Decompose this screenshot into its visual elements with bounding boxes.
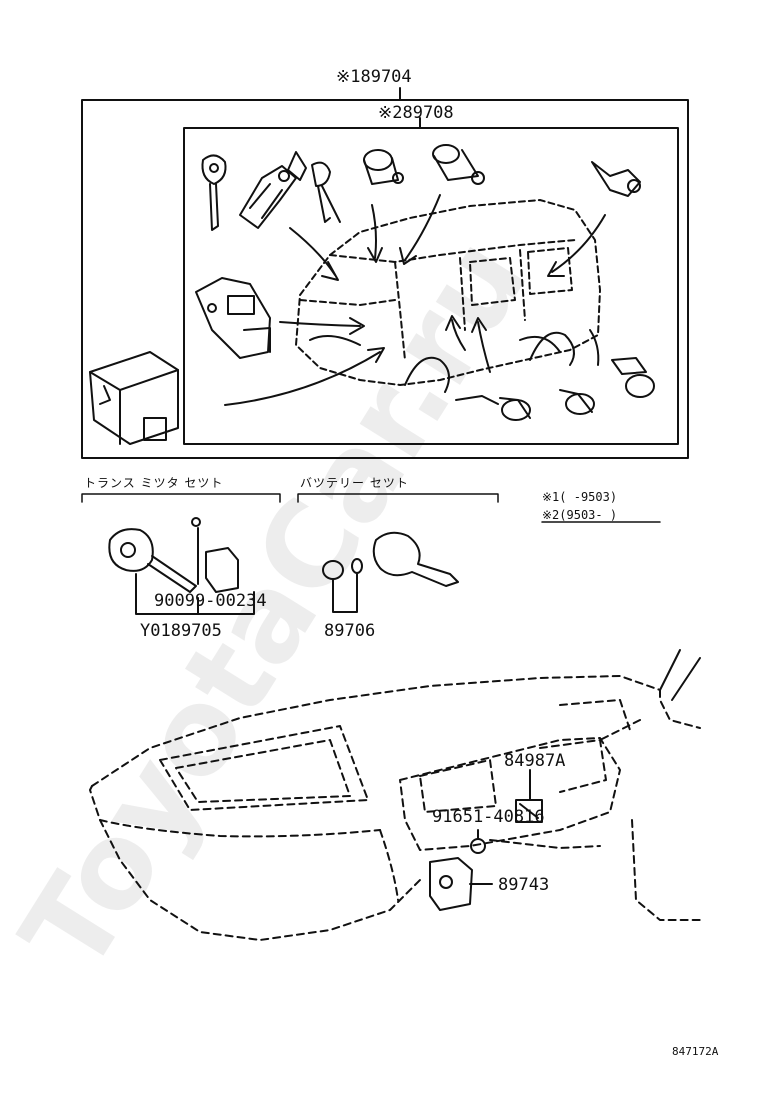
battery-set-title: バツテリー セツト (300, 476, 409, 490)
part-label-y0189705: Y0189705 (140, 621, 222, 641)
set-brackets (81, 493, 661, 523)
keys-artwork (201, 151, 341, 231)
door-lock-cylinders-artwork (363, 144, 641, 197)
rear-cylinders-artwork (455, 357, 655, 421)
steering-lock-artwork (195, 277, 271, 359)
van-outline (295, 199, 601, 386)
transponder-key-artwork (108, 517, 255, 615)
pointer-arrows (224, 194, 606, 406)
van-wheels (309, 331, 575, 393)
assembly-frames (81, 87, 689, 459)
legend-line-2: ※2(9503- ) (542, 508, 618, 522)
ecu-box-artwork (89, 351, 179, 445)
part-label-90099-00234: 90099-00234 (154, 591, 267, 611)
dashboard-outline (89, 675, 701, 941)
dash-parts-artwork (429, 769, 543, 911)
part-label-84987a: 84987A (504, 751, 566, 771)
drawing-code: 847172A (672, 1045, 719, 1058)
assembly-1-label: ※189704 (336, 67, 412, 87)
part-label-89706: 89706 (324, 621, 376, 641)
legend-line-1: ※1( -9503) (542, 490, 618, 504)
part-label-91651-40816: 91651-40816 (432, 807, 545, 827)
battery-set-artwork (322, 531, 459, 613)
ignition-cylinder-artwork (239, 165, 297, 229)
part-label-89743: 89743 (498, 875, 550, 895)
dashboard-edges (659, 649, 701, 701)
assembly-2-label: ※289708 (378, 103, 454, 123)
transponder-set-title: トランス ミツタ セツト (84, 476, 224, 490)
